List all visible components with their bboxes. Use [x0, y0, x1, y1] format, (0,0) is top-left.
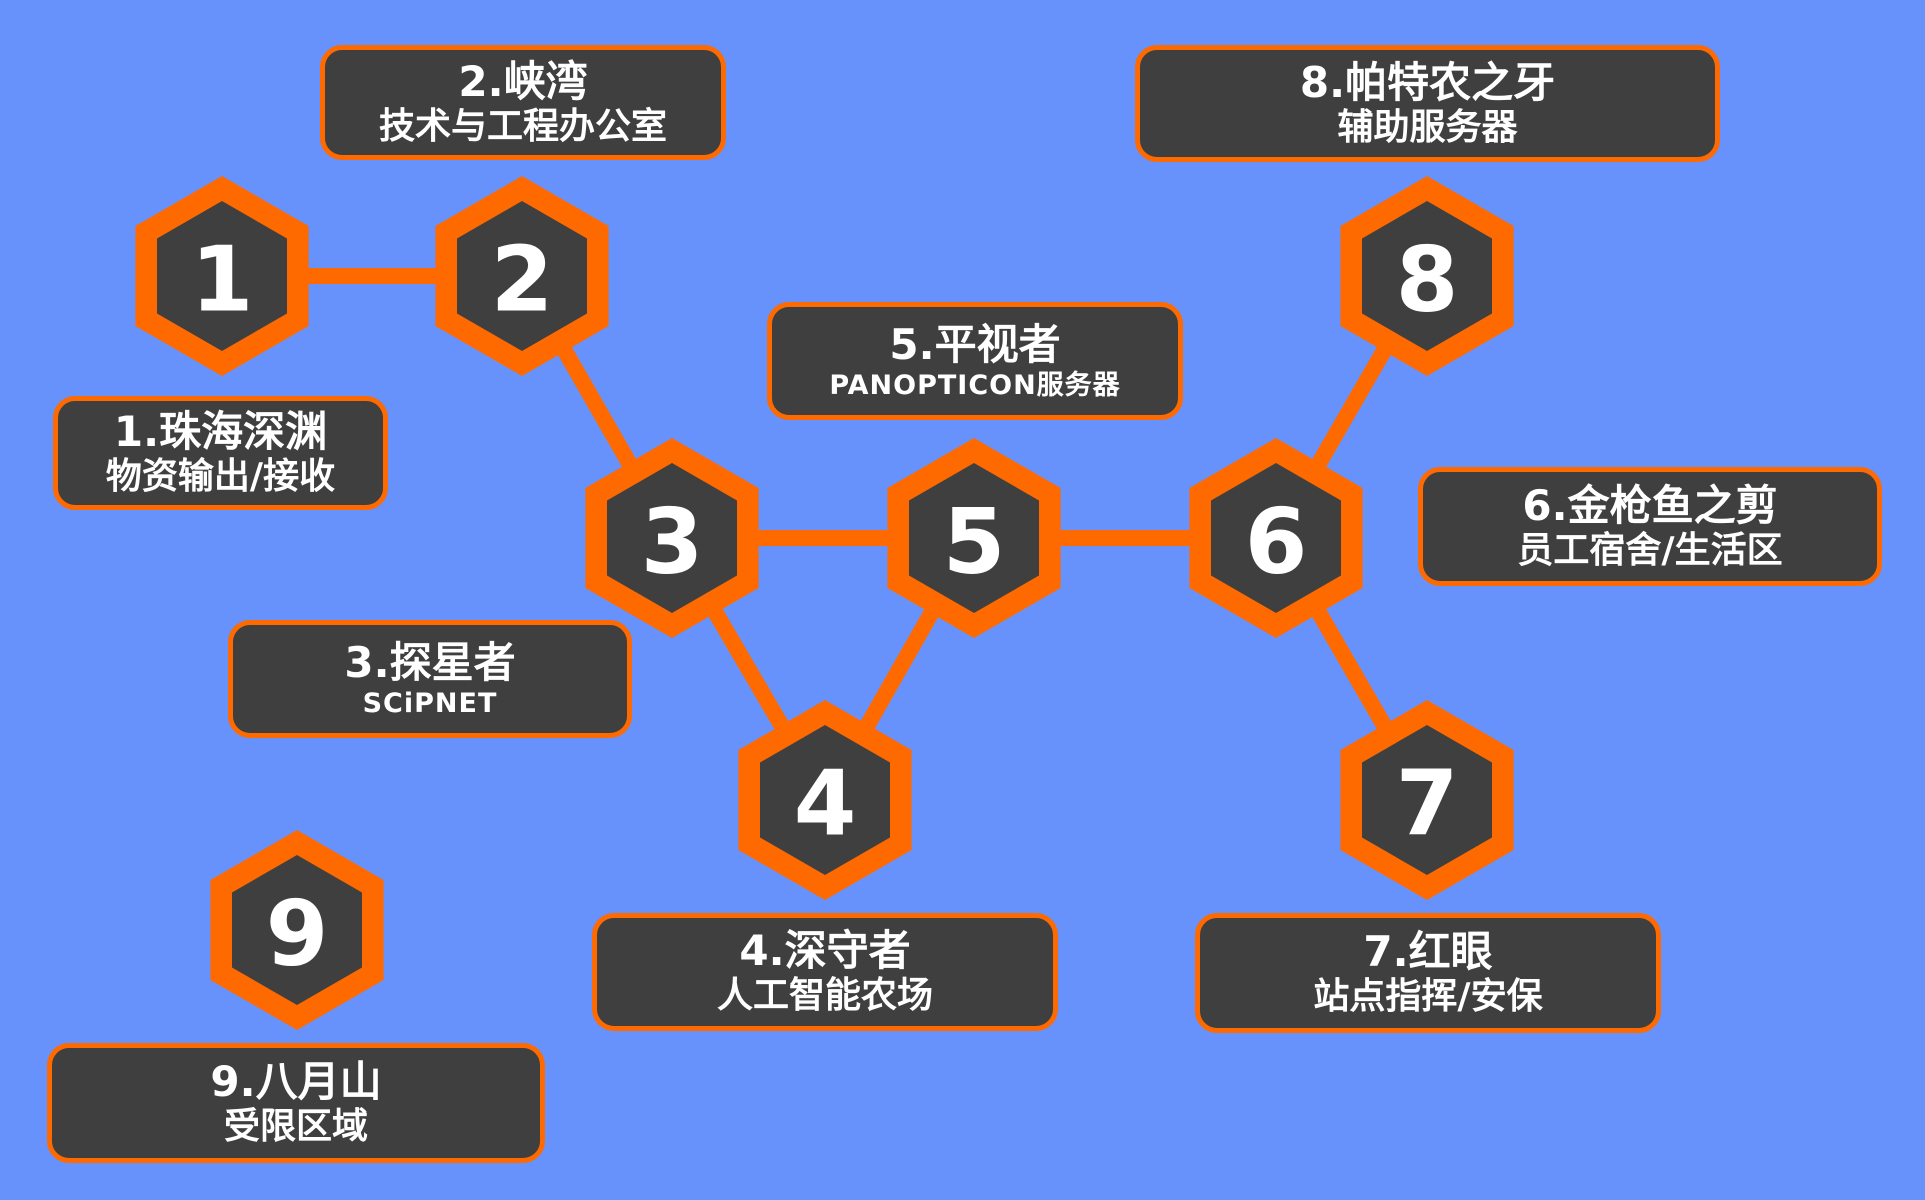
hex-node-8-fill [1362, 201, 1492, 351]
label-node-7-title: 7.红眼 [1363, 927, 1493, 977]
hex-node-5-fill [909, 463, 1039, 613]
hex-node-4: 4 [738, 700, 912, 900]
hex-node-7: 7 [1340, 700, 1514, 900]
hex-node-7-fill [1362, 725, 1492, 875]
hex-node-9: 9 [210, 830, 384, 1030]
label-node-2-title: 2.峡湾 [458, 56, 588, 106]
label-node-6-title: 6.金枪鱼之剪 [1522, 480, 1778, 530]
label-node-5-title: 5.平视者 [889, 320, 1061, 370]
label-node-9: 9.八月山 受限区域 [47, 1043, 545, 1163]
hex-node-3-number: 3 [641, 490, 704, 595]
label-node-8-subtitle: 辅助服务器 [1337, 106, 1518, 148]
hex-node-5-number: 5 [943, 490, 1006, 595]
hex-node-9-fill [232, 855, 362, 1005]
label-node-2: 2.峡湾 技术与工程办公室 [320, 45, 726, 160]
label-node-5: 5.平视者 PANOPTICON服务器 [767, 302, 1183, 420]
hex-node-7-number: 7 [1396, 752, 1459, 857]
hex-node-6: 6 [1189, 438, 1363, 638]
hex-node-2-number: 2 [491, 228, 554, 333]
hex-node-8-number: 8 [1396, 228, 1459, 333]
label-node-7: 7.红眼 站点指挥/安保 [1195, 913, 1661, 1033]
hex-node-8: 8 [1340, 176, 1514, 376]
hex-node-1: 1 [135, 176, 309, 376]
hex-node-4-fill [760, 725, 890, 875]
label-node-1-title: 1.珠海深渊 [113, 407, 328, 457]
label-node-3-title: 3.探星者 [344, 638, 516, 688]
hex-node-1-fill [157, 201, 287, 351]
label-node-2-subtitle: 技术与工程办公室 [378, 105, 667, 147]
hex-node-3: 3 [585, 438, 759, 638]
label-node-3-subtitle: SCiPNET [362, 687, 498, 719]
hex-node-2-fill [457, 201, 587, 351]
label-node-7-subtitle: 站点指挥/安保 [1313, 976, 1543, 1018]
hex-node-9-number: 9 [266, 882, 329, 987]
hex-node-3-fill [607, 463, 737, 613]
label-node-6: 6.金枪鱼之剪 员工宿舍/生活区 [1418, 467, 1882, 586]
label-node-9-subtitle: 受限区域 [223, 1106, 368, 1148]
label-node-4-subtitle: 人工智能农场 [716, 975, 933, 1017]
hex-node-5: 5 [887, 438, 1061, 638]
hex-node-1-number: 1 [191, 228, 254, 333]
label-node-3: 3.探星者 SCiPNET [228, 620, 632, 738]
label-node-6-subtitle: 员工宿舍/生活区 [1517, 529, 1783, 571]
label-node-4-title: 4.深守者 [739, 926, 911, 976]
hex-node-4-number: 4 [794, 752, 857, 857]
hex-node-2: 2 [435, 176, 609, 376]
label-node-1: 1.珠海深渊 物资输出/接收 [53, 396, 388, 510]
hex-node-6-number: 6 [1245, 490, 1308, 595]
hex-nodes: 1 2 3 4 5 6 7 8 9 [135, 176, 1514, 1030]
label-node-1-subtitle: 物资输出/接收 [105, 456, 336, 498]
label-node-9-title: 9.八月山 [210, 1057, 382, 1107]
hex-node-6-fill [1211, 463, 1341, 613]
label-node-5-subtitle: PANOPTICON服务器 [829, 369, 1121, 401]
label-node-8-title: 8.帕特农之牙 [1299, 57, 1556, 107]
label-node-4: 4.深守者 人工智能农场 [592, 913, 1058, 1031]
label-node-8: 8.帕特农之牙 辅助服务器 [1135, 45, 1720, 162]
